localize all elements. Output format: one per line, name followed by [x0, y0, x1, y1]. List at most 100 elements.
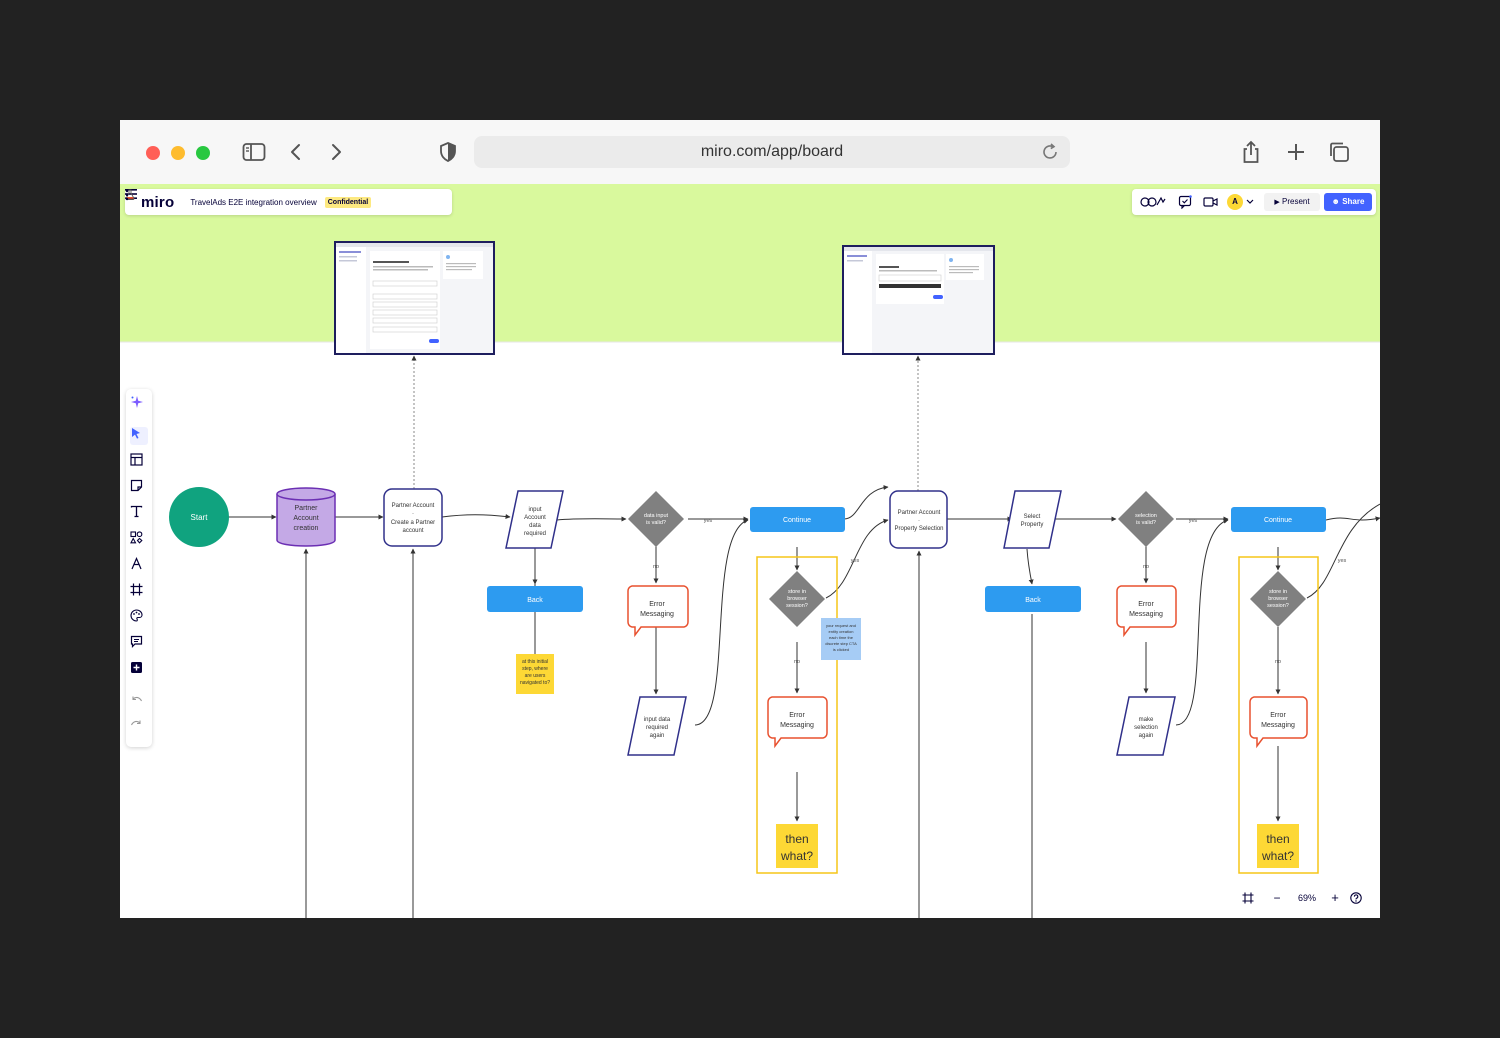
new-tab-icon[interactable] — [1284, 138, 1308, 166]
collaboration-toolbar: A ▶ Present ☻ Share — [1132, 189, 1376, 215]
error1-line-1: Error — [649, 601, 665, 608]
then-what-2-line-1: then — [1266, 832, 1289, 846]
text-tool-icon[interactable] — [130, 505, 148, 523]
no-label-1: no — [653, 564, 659, 570]
miro-logo[interactable]: miro — [141, 193, 175, 211]
input1-line-4: required — [524, 531, 546, 537]
zoom-out-button[interactable]: − — [1273, 891, 1281, 905]
sticky-blue-line-2: entity creation — [829, 629, 854, 634]
back-arrow-icon[interactable] — [284, 138, 308, 166]
palette-icon[interactable] — [130, 609, 148, 627]
continue-2-label: Continue — [1264, 517, 1292, 524]
pen-icon[interactable] — [130, 557, 148, 575]
error2-line-2: Messaging — [780, 722, 814, 729]
error-messaging-3[interactable]: Error Messaging — [1116, 585, 1177, 638]
valid1-line-1: data input — [644, 513, 669, 519]
start-label: Start — [191, 513, 209, 522]
address-bar[interactable]: miro.com/app/board — [474, 136, 1070, 168]
close-window-button[interactable] — [146, 146, 160, 160]
sticky-blue-line-5: is clicked — [833, 647, 849, 652]
input-data-again-node[interactable]: input data required again — [627, 696, 687, 756]
present-button[interactable]: ▶ Present — [1264, 193, 1320, 211]
frame-icon[interactable] — [130, 583, 148, 601]
avatar[interactable]: A — [1227, 194, 1243, 210]
continue-button-1[interactable]: Continue — [750, 507, 845, 532]
board-header: miro TravelAds E2E integration overview … — [125, 189, 452, 215]
ai-sparkle-icon[interactable] — [130, 395, 148, 413]
error-messaging-1[interactable]: Error Messaging — [627, 585, 689, 638]
maximize-window-button[interactable] — [196, 146, 210, 160]
redo-icon[interactable] — [130, 719, 148, 737]
make-selection-again-node[interactable]: make selection again — [1116, 696, 1176, 756]
shapes-icon[interactable] — [130, 531, 148, 549]
again1-line-1: input data — [644, 717, 671, 723]
input1-line-2: Account — [524, 515, 546, 521]
make-again-line-1: make — [1139, 717, 1154, 723]
zoom-level[interactable]: 69% — [1297, 893, 1316, 903]
decision-data-valid[interactable]: data input is valid? — [628, 491, 684, 547]
sticky-blue-line-1: your request and — [826, 623, 856, 628]
sticky-then-what-2[interactable]: then what? — [1257, 824, 1299, 868]
store2-line-3: session? — [1267, 603, 1289, 609]
comment-icon[interactable] — [130, 635, 148, 653]
frame-group-1[interactable] — [756, 556, 838, 874]
pa1-line-1: Partner Account — [392, 503, 435, 509]
no-label-3: no — [1143, 564, 1149, 570]
valid2-line-2: is valid? — [1136, 520, 1156, 526]
sticky-yellow-line-2: step, where — [522, 666, 548, 672]
undo-icon[interactable] — [130, 695, 148, 713]
zoom-in-button[interactable]: + — [1331, 890, 1339, 905]
sticky-then-what-1[interactable]: then what? — [776, 824, 818, 868]
forward-arrow-icon[interactable] — [324, 138, 348, 166]
then-what-1-line-2: what? — [780, 849, 813, 863]
share-button[interactable]: ☻ Share — [1324, 193, 1372, 211]
partner-account-db[interactable]: Partner Account creation — [276, 487, 336, 547]
continue-button-2[interactable]: Continue — [1231, 507, 1326, 532]
board-canvas[interactable]: Start Partner Account creation Partner A… — [120, 184, 1380, 918]
play-icon: ▶ — [1274, 199, 1280, 206]
error-messaging-4[interactable]: Error Messaging — [1249, 696, 1308, 749]
valid2-line-1: selection — [1135, 513, 1157, 519]
error-messaging-2[interactable]: Error Messaging — [767, 696, 828, 749]
confidential-badge[interactable]: Confidential — [324, 196, 372, 208]
shield-icon[interactable] — [436, 138, 460, 166]
templates-icon[interactable] — [130, 453, 148, 471]
pa2-line-3: Property Selection — [894, 526, 943, 532]
share-page-icon[interactable] — [1238, 138, 1264, 166]
sticky-note-icon[interactable] — [130, 479, 148, 497]
frame-group-2[interactable] — [1238, 556, 1319, 874]
sticky-yellow-line-3: are users — [525, 673, 546, 679]
back-button-2[interactable]: Back — [985, 586, 1081, 612]
board-title[interactable]: TravelAds E2E integration overview — [190, 197, 317, 207]
back-button-1[interactable]: Back — [487, 586, 583, 612]
yes-label-1: yes — [704, 518, 713, 524]
screenshot-frame-create-account[interactable] — [334, 241, 495, 355]
screenshot-frame-property-selection[interactable] — [842, 245, 995, 355]
reload-icon[interactable] — [1040, 142, 1060, 162]
minimize-window-button[interactable] — [171, 146, 185, 160]
add-more-icon[interactable] — [130, 661, 148, 679]
sticky-note-navigation[interactable]: at this initial step, where are users na… — [516, 654, 554, 694]
input-account-data-node[interactable]: input Account data required — [505, 490, 564, 549]
decision-selection-valid[interactable]: selection is valid? — [1118, 491, 1174, 547]
start-node[interactable]: Start — [169, 487, 229, 547]
board-svg: Start Partner Account creation Partner A… — [120, 184, 1380, 918]
db-line-3: creation — [294, 525, 319, 532]
select-property-node[interactable]: Select Property — [1003, 490, 1062, 549]
select-line-2: Property — [1021, 522, 1044, 528]
decision-store-session-2[interactable]: store in browser session? — [1250, 571, 1306, 627]
again1-line-2: required — [646, 725, 668, 731]
help-icon[interactable] — [1350, 884, 1366, 912]
sticky-note-request[interactable]: your request and entity creation each ti… — [821, 618, 861, 660]
partner-account-property-node[interactable]: Partner Account - Property Selection — [889, 490, 948, 549]
select-cursor-icon[interactable] — [130, 427, 148, 445]
users-icon: ☻ — [1331, 197, 1340, 206]
sidebar-toggle-icon[interactable] — [240, 138, 268, 166]
tab-overview-icon[interactable] — [1326, 138, 1352, 166]
fit-frame-icon[interactable] — [1242, 884, 1260, 912]
store1-line-3: session? — [786, 603, 808, 609]
partner-account-create-node[interactable]: Partner Account - Create a Partner accou… — [383, 488, 443, 547]
sticky-blue-line-4: discrete step CTA — [825, 641, 857, 646]
decision-store-session-1[interactable]: store in browser session? — [769, 571, 825, 627]
again1-line-3: again — [650, 733, 665, 739]
